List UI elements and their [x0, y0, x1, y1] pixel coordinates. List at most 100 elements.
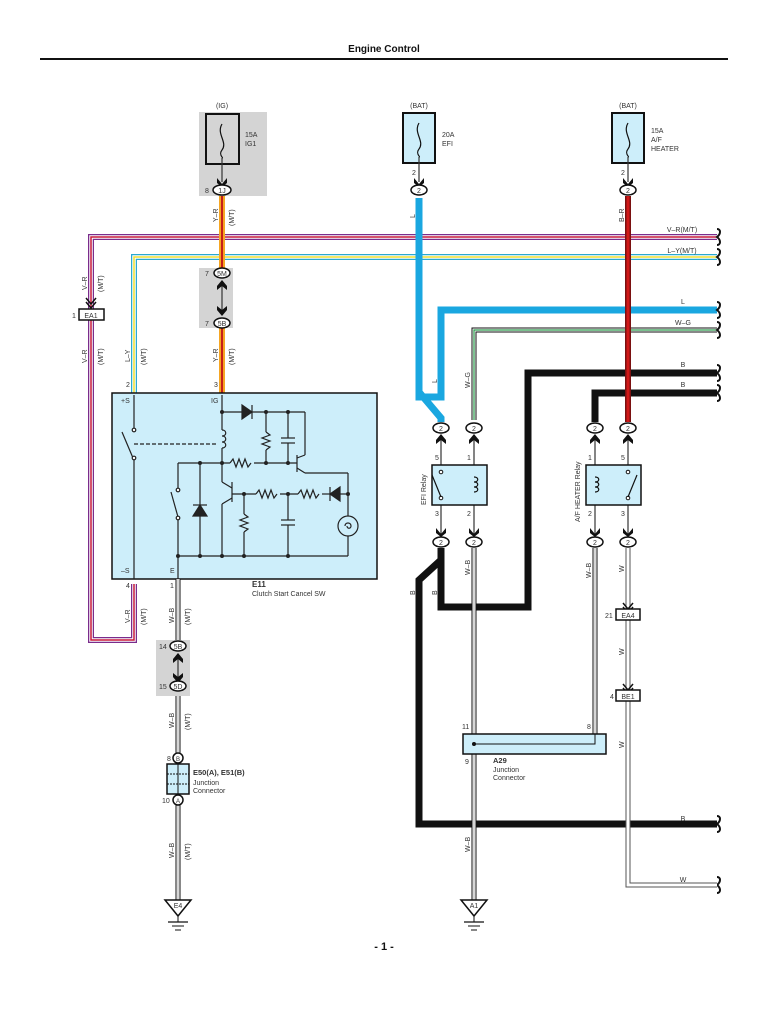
svg-text:5D: 5D	[174, 684, 183, 691]
fuse-af-source: (BAT)	[619, 103, 637, 110]
fuse-ig1-name: IG1	[245, 141, 256, 148]
ground-a1	[459, 899, 489, 931]
svg-text:1: 1	[170, 583, 174, 590]
fuse-af-rating: 15A	[651, 128, 664, 135]
svg-text:A: A	[176, 799, 180, 805]
e11-circuit	[121, 395, 359, 579]
junction-e50-code: E50(A), E51(B)	[193, 768, 245, 777]
svg-text:5: 5	[435, 455, 439, 462]
fuse-ig1-pin: 8	[205, 188, 209, 195]
svg-text:9: 9	[465, 759, 469, 766]
label-b1: B	[681, 362, 686, 369]
label-vr-3: V–R	[125, 609, 132, 623]
e11-pin-ig: IG	[211, 398, 218, 405]
connector-efi-relay-bot-2	[465, 536, 483, 548]
connector-1j	[212, 184, 232, 196]
e11-code: E11	[252, 580, 266, 589]
wire-ly-mt	[131, 254, 717, 395]
fuse-efi-pin: 2	[412, 170, 416, 177]
svg-text:(M/T): (M/T)	[141, 608, 148, 625]
label-wg-v: W–G	[465, 372, 472, 388]
svg-text:(M/T): (M/T)	[185, 713, 192, 730]
label-wb-2: W–B	[169, 713, 176, 729]
svg-text:2: 2	[467, 511, 471, 518]
wire-b-2	[591, 389, 717, 422]
svg-text:1: 1	[72, 313, 76, 320]
wire-b-3	[415, 548, 717, 828]
fuse-efi-rating: 20A	[442, 132, 455, 139]
label-w: W	[680, 877, 687, 884]
svg-text:2: 2	[439, 426, 443, 433]
svg-text:4: 4	[126, 583, 130, 590]
svg-text:2: 2	[626, 188, 630, 195]
connector-5b-bottom	[169, 640, 187, 652]
label-wb-3: W–B	[169, 843, 176, 859]
label-mt-5: (M/T)	[229, 348, 236, 365]
svg-text:3: 3	[435, 511, 439, 518]
svg-text:EA1: EA1	[84, 313, 97, 320]
svg-text:Connector: Connector	[493, 775, 526, 782]
wire-b-1	[437, 369, 717, 611]
svg-text:2: 2	[472, 426, 476, 433]
fuse-ig1-source: (IG)	[216, 103, 228, 110]
connector-5m	[213, 267, 231, 279]
connector-ea1	[78, 308, 105, 321]
svg-text:2: 2	[588, 511, 592, 518]
e11-pin-e: E	[170, 568, 175, 575]
svg-text:15: 15	[159, 684, 167, 691]
svg-text:2: 2	[593, 426, 597, 433]
connector-af-2	[619, 184, 637, 196]
svg-text:2: 2	[593, 540, 597, 547]
svg-text:Connector: Connector	[193, 788, 226, 795]
junction-pin-b	[172, 752, 184, 764]
fuse-af-pin: 2	[621, 170, 625, 177]
label-vr-2: V–R	[82, 349, 89, 363]
e11-pin-plus-s: +S	[121, 398, 130, 405]
connector-af-relay-top-1	[586, 422, 604, 434]
connector-efi-2	[410, 184, 428, 196]
svg-text:W–B: W–B	[465, 560, 472, 576]
svg-text:2: 2	[417, 188, 421, 195]
label-ly-mt: L–Y(M/T)	[667, 248, 696, 255]
page-number: - 1 -	[374, 941, 394, 953]
label-mt-4: (M/T)	[141, 348, 148, 365]
svg-text:14: 14	[159, 644, 167, 651]
svg-text:5B: 5B	[174, 644, 183, 651]
svg-text:(M/T): (M/T)	[185, 608, 192, 625]
wire-wg	[471, 327, 717, 420]
svg-text:Junction: Junction	[493, 767, 519, 774]
label-l-v2: L	[432, 379, 439, 383]
svg-text:11: 11	[462, 724, 469, 731]
svg-text:8: 8	[587, 724, 591, 731]
svg-text:5M: 5M	[217, 271, 227, 278]
title-divider	[40, 58, 728, 60]
label-b3: B	[681, 816, 686, 823]
svg-text:B: B	[432, 590, 439, 595]
efi-relay-label: EFI Relay	[421, 474, 428, 505]
svg-text:2: 2	[126, 382, 130, 389]
connector-efi-relay-top-1	[432, 422, 450, 434]
ground-e4	[163, 899, 193, 931]
svg-text:W: W	[619, 741, 626, 748]
svg-text:1: 1	[588, 455, 592, 462]
label-mt-1: (M/T)	[229, 209, 236, 226]
svg-text:1J: 1J	[218, 188, 225, 195]
label-l: L	[681, 299, 685, 306]
svg-text:W–B: W–B	[586, 563, 593, 579]
svg-text:4: 4	[610, 694, 614, 701]
fuse-ig1-rating: 15A	[245, 132, 258, 139]
label-vr-mt: V–R(M/T)	[667, 227, 697, 234]
svg-text:21: 21	[605, 613, 613, 620]
svg-text:W: W	[619, 565, 626, 572]
fuse-efi-source: (BAT)	[410, 103, 428, 110]
svg-text:5: 5	[621, 455, 625, 462]
label-yr-2: Y–R	[213, 348, 220, 362]
junction-a29-code: A29	[493, 756, 507, 765]
connector-5d	[169, 680, 187, 692]
svg-text:3: 3	[621, 511, 625, 518]
connector-af-relay-bot-1	[586, 536, 604, 548]
label-wg: W–G	[675, 320, 691, 327]
ground-a1-label: A1	[470, 903, 479, 910]
fuse-ig1-shade	[199, 112, 267, 196]
